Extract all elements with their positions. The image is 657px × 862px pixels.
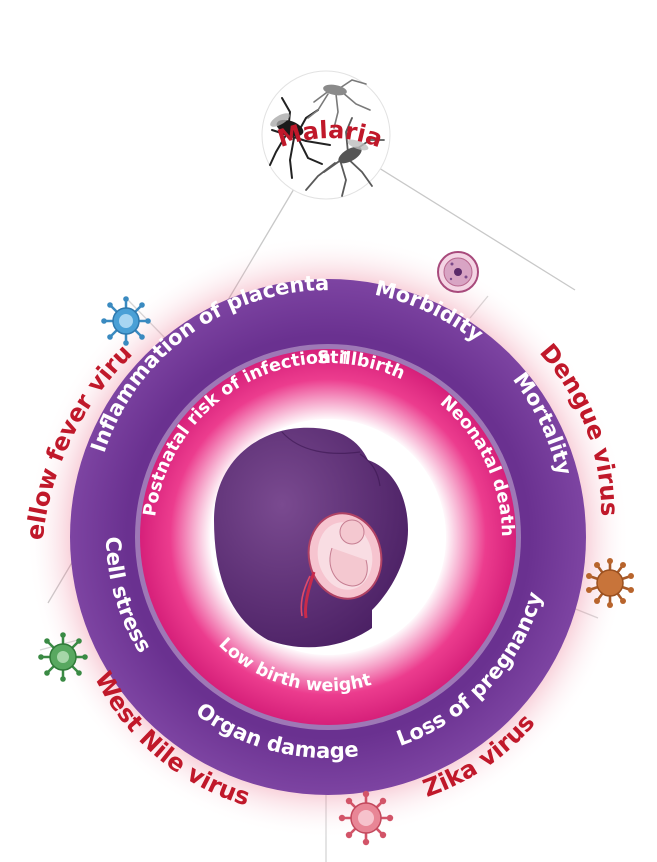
- mosquito-icon: [269, 79, 385, 197]
- dengue-virus-icon: [586, 558, 634, 608]
- pregnant-belly-fetus-icon: [214, 427, 408, 648]
- mosquito-callout: [47, 70, 576, 604]
- west-nile-virus-icon: [38, 632, 88, 682]
- yellow-fever-virus-icon: [101, 296, 151, 346]
- zika-virus-icon: [338, 790, 394, 846]
- red-blood-cell-parasite-icon: [437, 251, 479, 293]
